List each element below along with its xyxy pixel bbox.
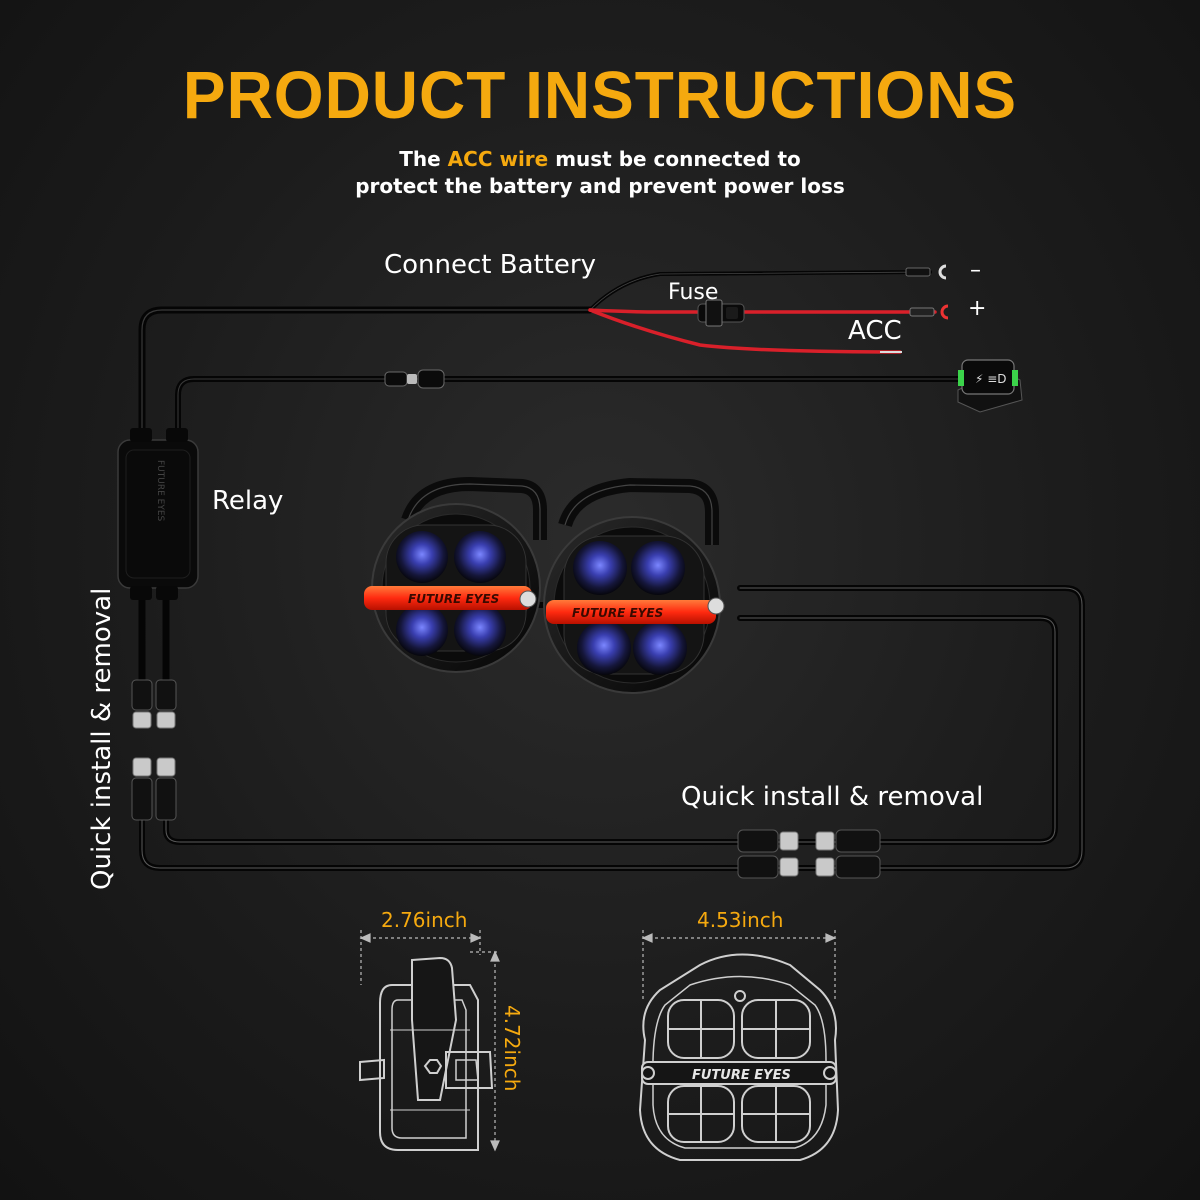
- positive-terminal-icon: [909, 304, 949, 320]
- fuse-label: Fuse: [668, 280, 719, 305]
- front-view-drawing: [638, 953, 840, 1161]
- page-title: PRODUCT INSTRUCTIONS: [182, 57, 1018, 133]
- left-lamp-icon: FUTURE EYES: [364, 476, 547, 673]
- switch-wire: [175, 376, 963, 443]
- battery-main-wire: [138, 306, 594, 444]
- relay-label: Relay: [212, 486, 284, 516]
- vertical-quick-connectors-icon: [131, 679, 177, 821]
- subtitle-pre: The: [399, 147, 448, 171]
- negative-terminal-icon: [905, 264, 947, 280]
- positive-wire: [588, 308, 937, 314]
- negative-wire: [588, 270, 932, 312]
- battery-terminals: [880, 264, 949, 353]
- left-lamp-brand: FUTURE EYES: [408, 592, 499, 606]
- wiring: [138, 270, 1085, 871]
- side-width-dimension: 2.76inch: [381, 908, 468, 932]
- acc-wire-highlight: ACC wire: [447, 147, 549, 171]
- relay-brand-text: FUTURE EYES: [155, 460, 165, 522]
- subtitle-post: must be connected to: [548, 147, 801, 171]
- connect-battery-label: Connect Battery: [384, 250, 596, 280]
- drawing-brand: FUTURE EYES: [692, 1068, 791, 1083]
- quick-install-vertical-label: Quick install & removal: [87, 587, 117, 890]
- page-subtitle: The ACC wire must be connected to protec…: [0, 146, 1200, 200]
- acc-wire: [588, 308, 902, 354]
- switch-wire-connector-icon: [384, 369, 445, 389]
- horizontal-quick-connectors-icon: [737, 829, 881, 879]
- subtitle-line-1: The ACC wire must be connected to: [0, 146, 1200, 173]
- quick-install-horizontal-label: Quick install & removal: [681, 782, 984, 812]
- negative-label: –: [970, 258, 981, 283]
- side-view-drawing: [359, 956, 494, 1151]
- right-lamp-brand: FUTURE EYES: [572, 606, 663, 620]
- side-height-dimension: 4.72inch: [500, 1005, 524, 1092]
- side-dimension-lines: [359, 930, 500, 1152]
- relay-box-icon: FUTURE EYES: [117, 428, 199, 600]
- front-width-dimension: 4.53inch: [697, 908, 784, 932]
- front-dimension-lines: [641, 930, 837, 1000]
- subtitle-line-2: protect the battery and prevent power lo…: [355, 174, 845, 198]
- positive-label: +: [968, 296, 987, 321]
- rocker-switch-icon: ⚡ ≡D: [957, 359, 1023, 413]
- acc-label: ACC: [848, 316, 902, 346]
- svg-text:⚡ ≡D: ⚡ ≡D: [975, 372, 1007, 386]
- right-lamp-icon: FUTURE EYES: [543, 477, 725, 694]
- fuse-holder-icon: [697, 299, 745, 327]
